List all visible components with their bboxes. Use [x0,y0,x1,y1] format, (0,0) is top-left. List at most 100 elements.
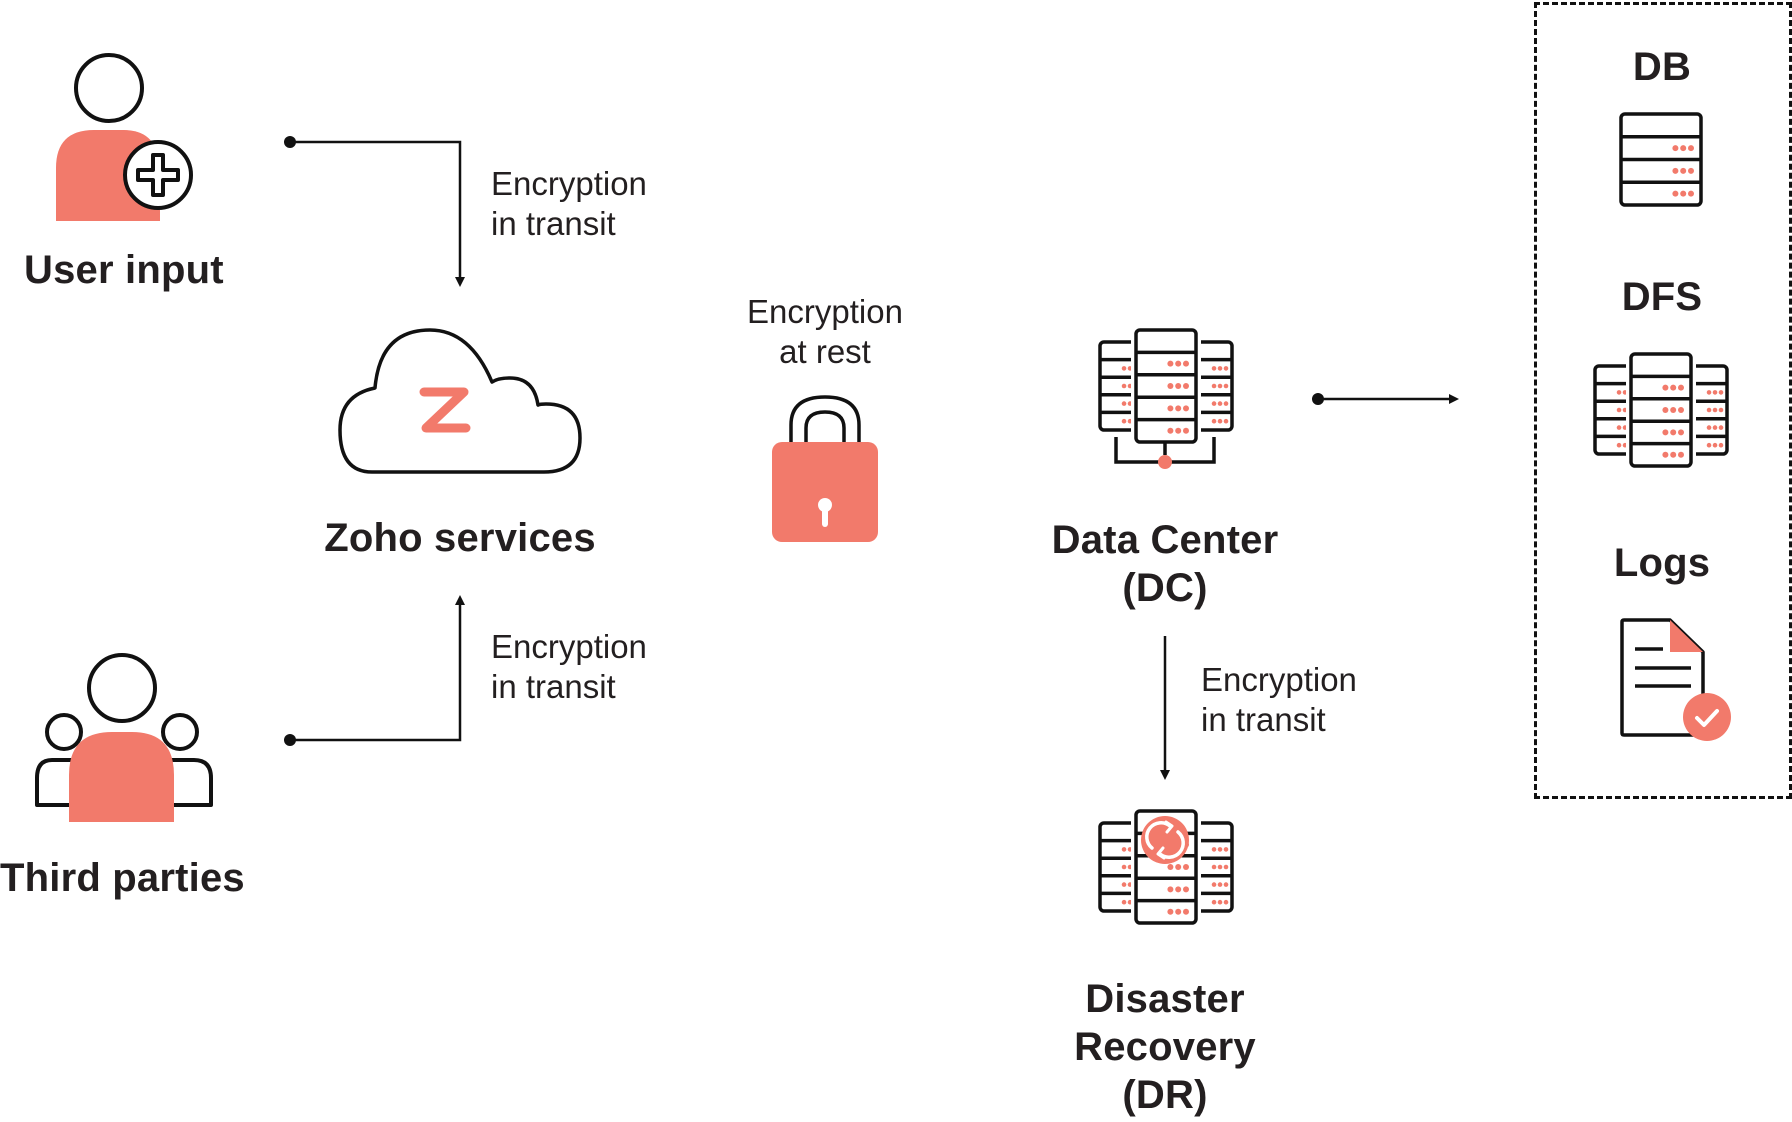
indicator-dot [1718,390,1724,395]
indicator-dot [1678,429,1684,436]
edge-label-line1: Encryption [491,165,647,202]
storage-item-dfs-label: DFS [1621,275,1703,319]
edge-label-line2: in transit [1201,701,1326,738]
indicator-dot [1670,429,1677,436]
indicator-dot [1121,899,1127,905]
indicator-dot [1167,360,1174,367]
edge-third-to-zoho [284,595,465,746]
indicator-dot [1616,442,1622,448]
indicator-dot [1672,167,1679,174]
indicator-dot [1167,886,1174,893]
indicator-dot [1217,401,1223,406]
indicator-dot [1706,390,1712,395]
indicator-dot [1217,864,1223,870]
check-icon [1695,709,1719,727]
plus-badge [123,140,193,210]
log-document-check-icon [1620,618,1731,741]
disaster-recovery-label: Disaster Recovery (DR) [1000,975,1330,1119]
edge-dc-to-storage [1312,393,1459,405]
indicator-dot [1175,864,1182,870]
sync-arrow-bottom [1158,830,1185,859]
storage-item-logs-label: Logs [1613,541,1711,585]
indicator-dot [1712,390,1718,395]
network-node-dot [1158,455,1172,469]
indicator-dot [1223,401,1229,406]
indicator-dot [1662,384,1669,391]
indicator-dot [1183,405,1189,412]
indicator-dot [1175,360,1182,367]
indicator-dot [1167,908,1174,915]
indicator-dot [1223,864,1229,870]
indicator-dot [1680,145,1687,152]
indicator-dot [1121,847,1127,852]
data-center-label: Data Center (DC) [1000,516,1330,612]
indicator-dot [1211,864,1217,870]
server-rack-center [1134,328,1198,444]
indicator-dot [1680,190,1687,197]
indicator-dot [1662,407,1669,413]
indicator-dot [1712,407,1718,413]
indicator-dot [1616,425,1622,430]
edge-label-line2: in transit [491,668,616,705]
server-rack-center [1629,352,1693,468]
indicator-dot [1183,886,1189,893]
indicator-dot [1211,899,1217,905]
label-line3: (DR) [1122,1073,1208,1117]
indicator-dot [1223,383,1229,389]
indicator-dot [1712,425,1718,430]
edge-line [290,140,465,287]
indicator-dot [1183,360,1189,367]
indicator-dot [1121,418,1127,424]
check-badge [1683,693,1731,741]
indicator-dot [1175,405,1182,412]
indicator-dot [1211,847,1217,852]
indicator-dot [1718,407,1724,413]
indicator-dot [1211,418,1217,424]
indicator-dot [1175,886,1182,893]
indicator-dot [1670,384,1677,391]
indicator-dot [1662,429,1669,436]
indicator-dot [1688,190,1694,197]
label-line2: Recovery [1074,1025,1256,1069]
indicator-dot [1678,451,1684,458]
indicator-dot [1211,882,1217,887]
indicator-dot [1217,847,1223,852]
indicator-dot [1217,899,1223,905]
server-sync-icon [1098,809,1234,925]
indicator-dot [1616,407,1622,413]
indicator-dot [1175,908,1182,915]
indicator-dot [1223,418,1229,424]
sync-badge [1141,816,1189,864]
indicator-dot [1121,383,1127,389]
indicator-dot [1678,407,1684,413]
indicator-dot [1167,405,1174,412]
edge-label-line2: in transit [491,205,616,242]
storage-group-box [1534,2,1792,799]
indicator-dot [1223,366,1229,371]
indicator-dot [1223,847,1229,852]
indicator-dot [1662,451,1669,458]
cloud-zoho-icon [338,328,582,474]
indicator-dot [1670,451,1677,458]
zoho-z-logo [419,387,471,433]
user-input-label: User input [24,248,224,292]
indicator-dot [1121,366,1127,371]
indicator-dot [1672,145,1679,152]
edge-label-dc-to-dr: Encryption in transit [1201,660,1357,740]
indicator-dot [1217,383,1223,389]
indicator-dot [1678,384,1684,391]
server-rack [1619,112,1703,207]
label-line1: Encryption [747,293,903,330]
indicator-dot [1688,145,1694,152]
plus-icon [136,153,180,197]
indicator-dot [1183,427,1189,434]
label-line2: at rest [779,333,871,370]
sync-arrow-top [1145,821,1172,850]
indicator-dot [1706,425,1712,430]
distributed-file-system-icon [1593,352,1729,468]
user-group-icon [35,653,213,822]
indicator-dot [1680,167,1687,174]
indicator-dot [1167,864,1174,870]
indicator-dot [1175,427,1182,434]
